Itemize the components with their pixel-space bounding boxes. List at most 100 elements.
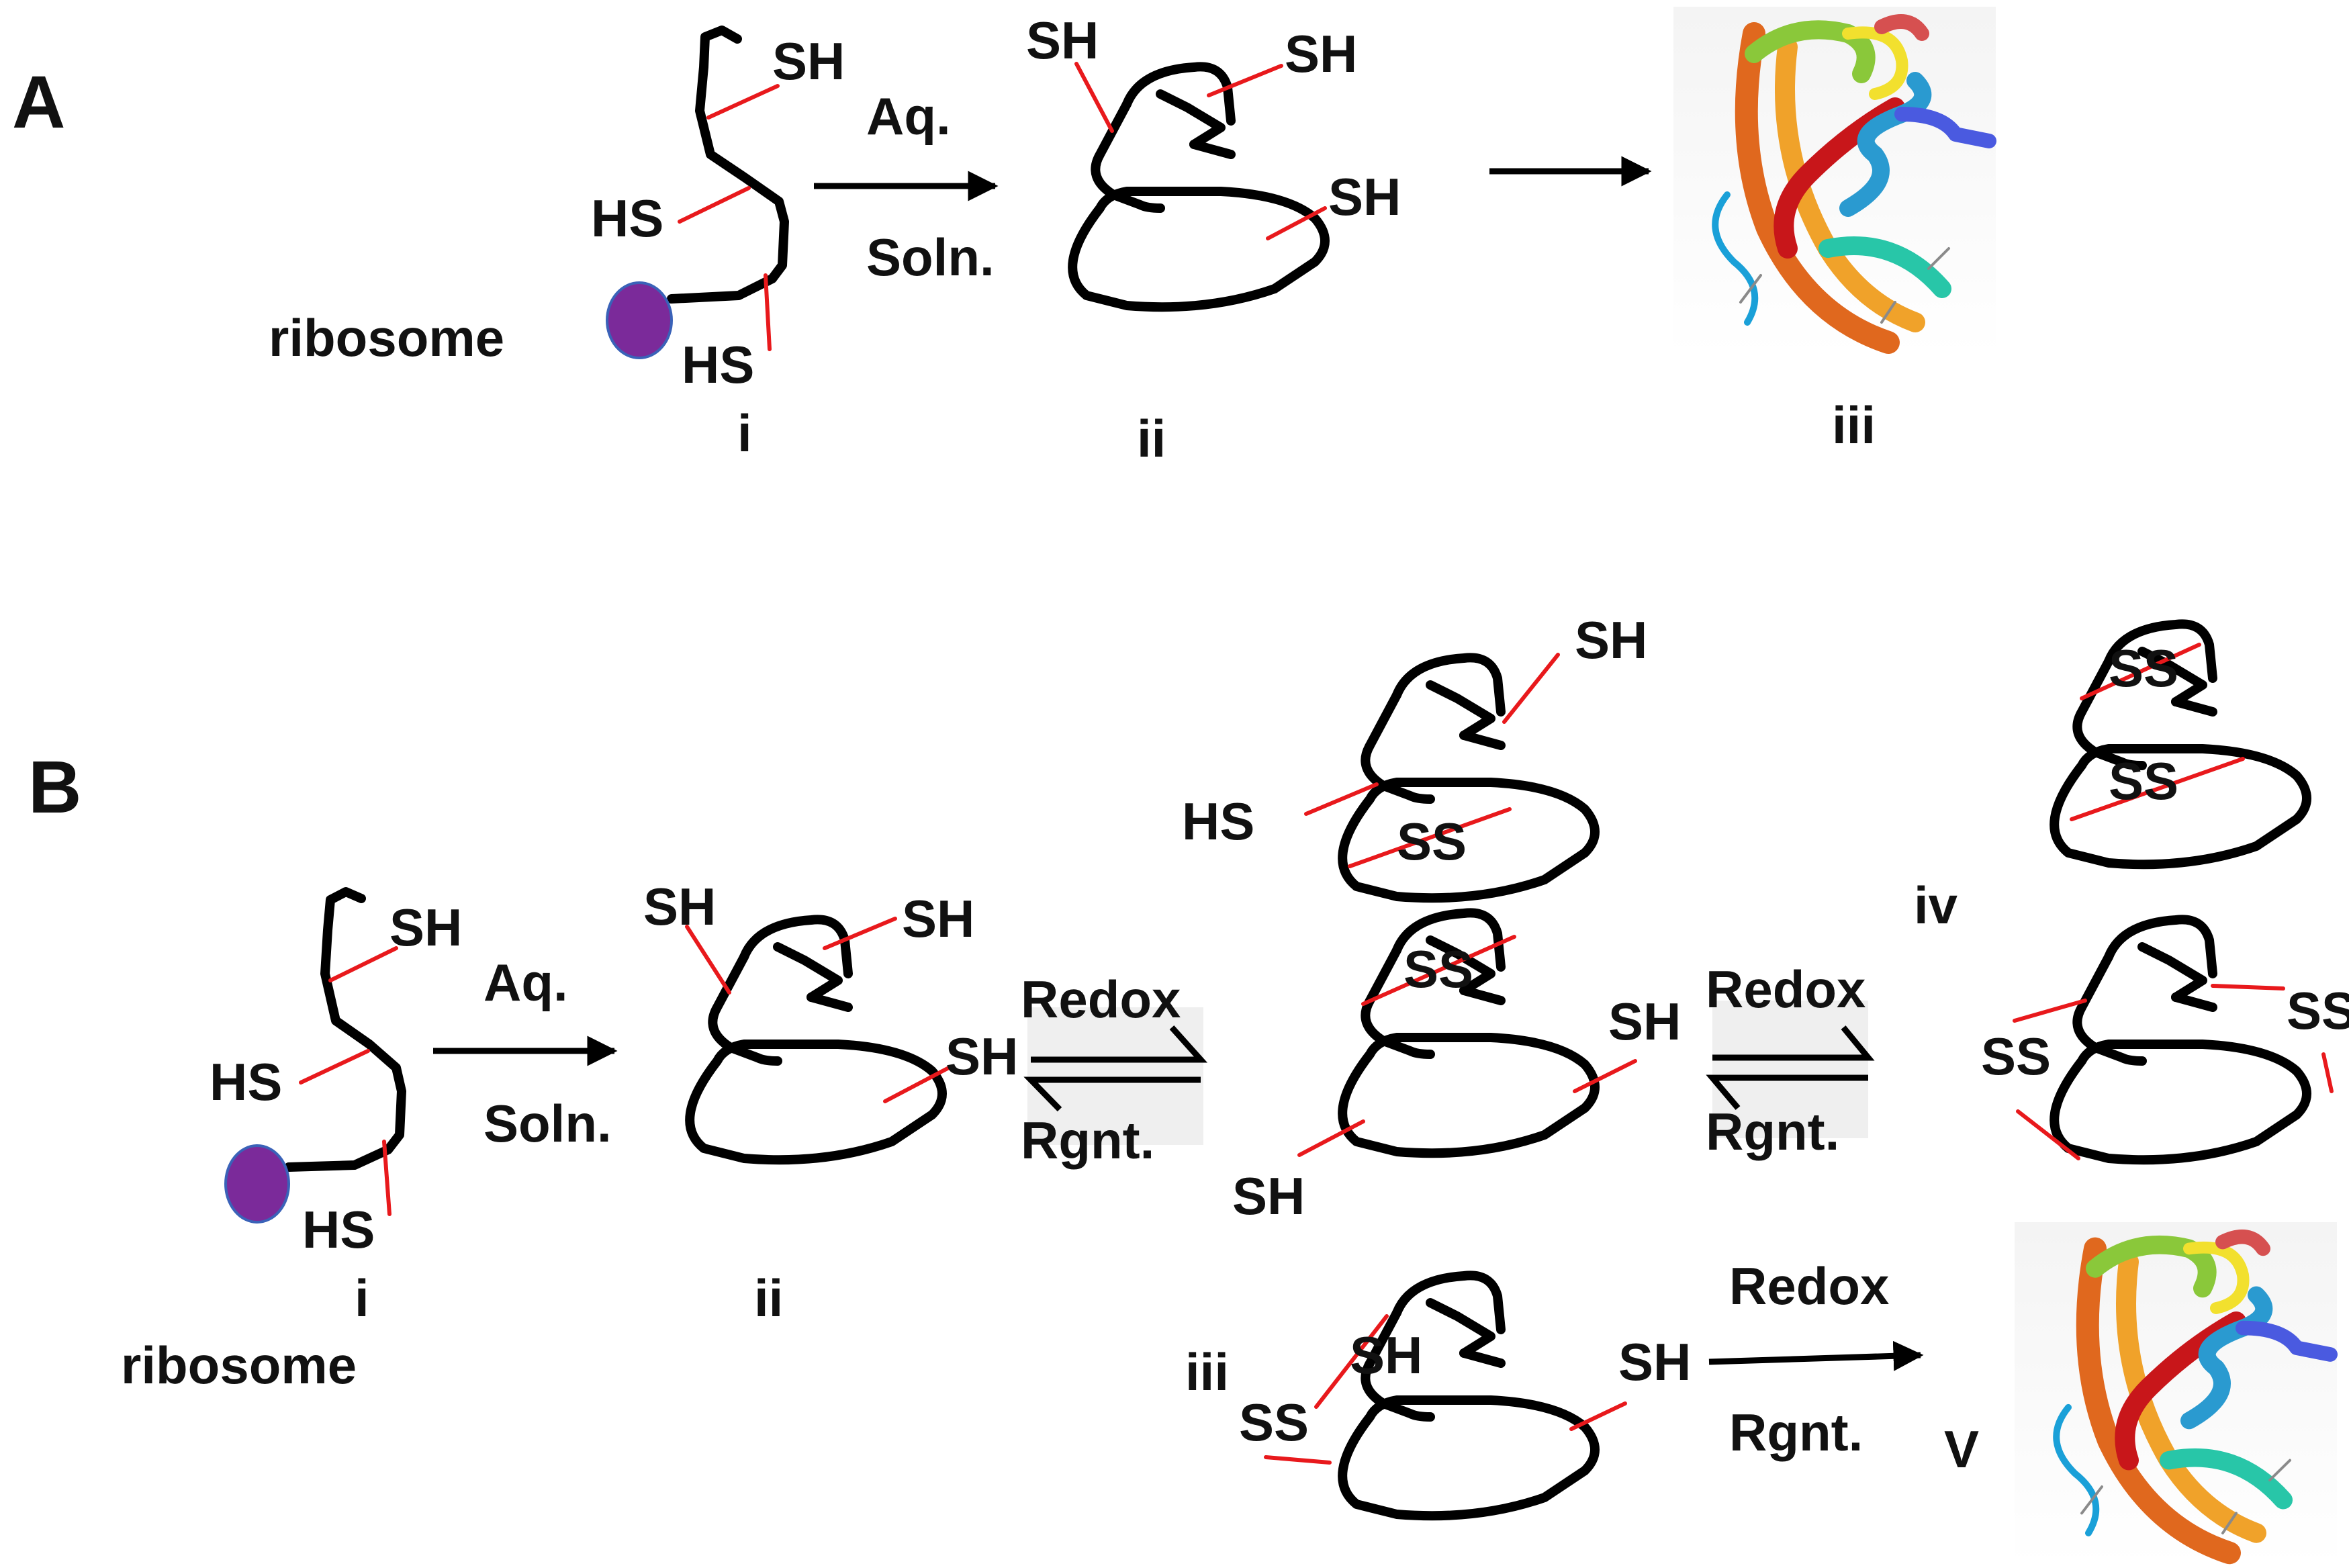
disulfide-bond	[2013, 999, 2087, 1023]
panel-b-equilibrium-1-top: Redox	[1021, 970, 1181, 1029]
panel-b-iv-bottom-disulfide-1: SS	[1981, 1027, 2051, 1086]
panel-a-ribosome-label: ribosome	[269, 308, 504, 367]
panel-b: B SH HS HS i ribosome Aq. Soln. SH	[28, 610, 2349, 1565]
panel-b-stage-v-label: V	[1944, 1420, 1979, 1479]
disulfide-bond	[1264, 1455, 1332, 1465]
thiol-bond	[382, 1140, 392, 1216]
panel-b-ribosome-icon	[224, 1144, 290, 1224]
panel-b-stage-iv-bottom: SS SS	[1981, 919, 2349, 1160]
panel-b-arrow-1: Aq. Soln.	[433, 953, 618, 1153]
panel-b-top-disulfide: SS	[1397, 812, 1467, 871]
panel-a-stage-iii-label: iii	[1832, 396, 1876, 455]
panel-a-arrow-1: Aq. Soln.	[814, 87, 999, 287]
thiol-bond	[883, 1066, 951, 1103]
panel-a-arrow-1-top: Aq.	[866, 87, 951, 146]
panel-a-i-thiol-3: HS	[682, 335, 754, 394]
panel-b-mid-thiol-1: SH	[1608, 992, 1681, 1051]
disulfide-bond	[1348, 807, 1512, 868]
panel-b-equilibrium-2: Redox Rgnt.	[1706, 960, 1875, 1161]
half-arrow-right-icon	[1031, 1025, 1208, 1063]
panel-b-arrow-1-top: Aq.	[483, 953, 568, 1012]
disulfide-bond	[2321, 1052, 2334, 1093]
panel-a-nascent-chain	[667, 26, 789, 304]
arrow-right-icon	[1708, 1340, 1924, 1371]
panel-b-iii-thiol-2: SH	[1618, 1332, 1691, 1391]
disulfide-bond	[2016, 1109, 2080, 1160]
panel-b-equilibrium-1-bottom: Rgnt.	[1021, 1111, 1154, 1170]
folded-chain-shape	[2054, 919, 2307, 1160]
panel-b-stage-iv-top: SS SS	[2054, 624, 2307, 864]
panel-b-iii-thiol-1: SH	[1350, 1326, 1422, 1385]
panel-a-letter: A	[12, 61, 65, 144]
thiol-bond	[823, 917, 897, 950]
half-arrow-left-icon	[1706, 1074, 1868, 1110]
thiol-bond	[1569, 1401, 1627, 1431]
disulfide-bond	[2211, 984, 2285, 990]
half-arrow-right-icon	[1712, 1025, 1875, 1061]
disulfide-bond	[2080, 643, 2201, 700]
folded-protein-icon	[2015, 1222, 2337, 1565]
panel-b-letter: B	[28, 746, 81, 829]
panel-b-intermediate-mid: SS SH SH	[1232, 913, 1681, 1226]
disulfide-bond	[1314, 1314, 1389, 1409]
panel-a-stage-ii-label: ii	[1137, 409, 1166, 468]
panel-b-equilibrium-2-bottom: Rgnt.	[1706, 1102, 1839, 1161]
panel-a-ii-thiol-2: SH	[1285, 24, 1357, 83]
panel-a-stage-i: SH HS HS ribosome i	[269, 26, 845, 463]
panel-a-ii-thiol-3: SH	[1328, 167, 1401, 226]
panel-a-stage-i-label: i	[737, 404, 752, 463]
panel-b-stage-v: V	[1944, 1222, 2337, 1565]
thiol-bond	[1304, 782, 1379, 816]
folded-chain-shape	[1342, 1275, 1595, 1516]
panel-a-ii-thiol-1: SH	[1026, 11, 1099, 70]
panel-b-equilibrium-2-top: Redox	[1706, 960, 1866, 1019]
panel-b-intermediate-iii-label: iii	[1185, 1342, 1229, 1401]
panel-b-ii-thiol-1: SH	[643, 877, 716, 936]
thiol-bond	[1266, 206, 1327, 240]
panel-b-stage-iv-label: iv	[1914, 876, 1958, 935]
thiol-bond	[764, 273, 772, 351]
panel-b-stage-i-label: i	[355, 1269, 369, 1328]
thiol-bond	[1502, 653, 1560, 724]
half-arrow-left-icon	[1023, 1076, 1201, 1112]
panel-b-stage-i: SH HS HS i ribosome	[121, 887, 462, 1395]
equilibrium-shade	[1712, 1001, 1868, 1138]
folded-chain-shape	[1342, 657, 1595, 898]
panel-b-ii-thiol-2: SH	[902, 889, 974, 948]
panel-b-top-thiol-1: SH	[1575, 610, 1647, 670]
thiol-bond	[1207, 64, 1283, 97]
panel-b-equilibrium-1: Redox Rgnt.	[1021, 970, 1208, 1170]
panel-b-mid-disulfide: SS	[1403, 939, 1473, 999]
panel-a-i-thiol-2: HS	[591, 189, 663, 248]
disulfide-bond	[2070, 757, 2245, 821]
panel-b-iv-top-disulfide-1: SS	[2109, 639, 2178, 698]
folded-chain-shape	[690, 919, 942, 1160]
panel-a-ribosome-icon	[606, 281, 673, 359]
folded-chain-shape	[1072, 66, 1325, 307]
panel-b-iv-bottom-disulfide-2: SS	[2287, 981, 2349, 1040]
thiol-bond	[299, 1049, 370, 1085]
panel-b-stage-ii: SH SH SH ii	[643, 877, 1018, 1328]
panel-b-i-thiol-3: HS	[302, 1200, 375, 1259]
folded-chain-shape	[2054, 624, 2307, 864]
panel-a-arrow-1-bottom: Soln.	[866, 228, 995, 287]
thiol-bond	[1297, 1119, 1365, 1157]
thiol-bond	[706, 84, 780, 120]
thiol-bond	[1074, 62, 1114, 133]
panel-b-i-thiol-2: HS	[210, 1052, 282, 1111]
thiol-bond	[328, 946, 398, 982]
panel-b-mid-thiol-2: SH	[1232, 1166, 1305, 1226]
panel-b-iii-disulfide: SS	[1239, 1393, 1309, 1452]
panel-b-top-thiol-2: HS	[1182, 792, 1254, 851]
panel-b-i-thiol-1: SH	[389, 898, 462, 957]
panel-a: A SH HS HS ribosome i Aq. Soln. SH	[12, 7, 1996, 468]
panel-b-arrow-final: Redox Rgnt.	[1708, 1256, 1924, 1462]
panel-b-nascent-chain	[284, 887, 406, 1172]
panel-a-stage-ii: SH SH SH ii	[1026, 11, 1401, 468]
panel-b-intermediate-top: SH HS SS	[1182, 610, 1647, 898]
thiol-bond	[678, 186, 751, 224]
disulfide-bond	[1361, 935, 1516, 1006]
panel-b-iv-top-disulfide-2: SS	[2109, 751, 2178, 811]
panel-b-intermediate-iii: SH SH SS iii	[1185, 1275, 1691, 1516]
